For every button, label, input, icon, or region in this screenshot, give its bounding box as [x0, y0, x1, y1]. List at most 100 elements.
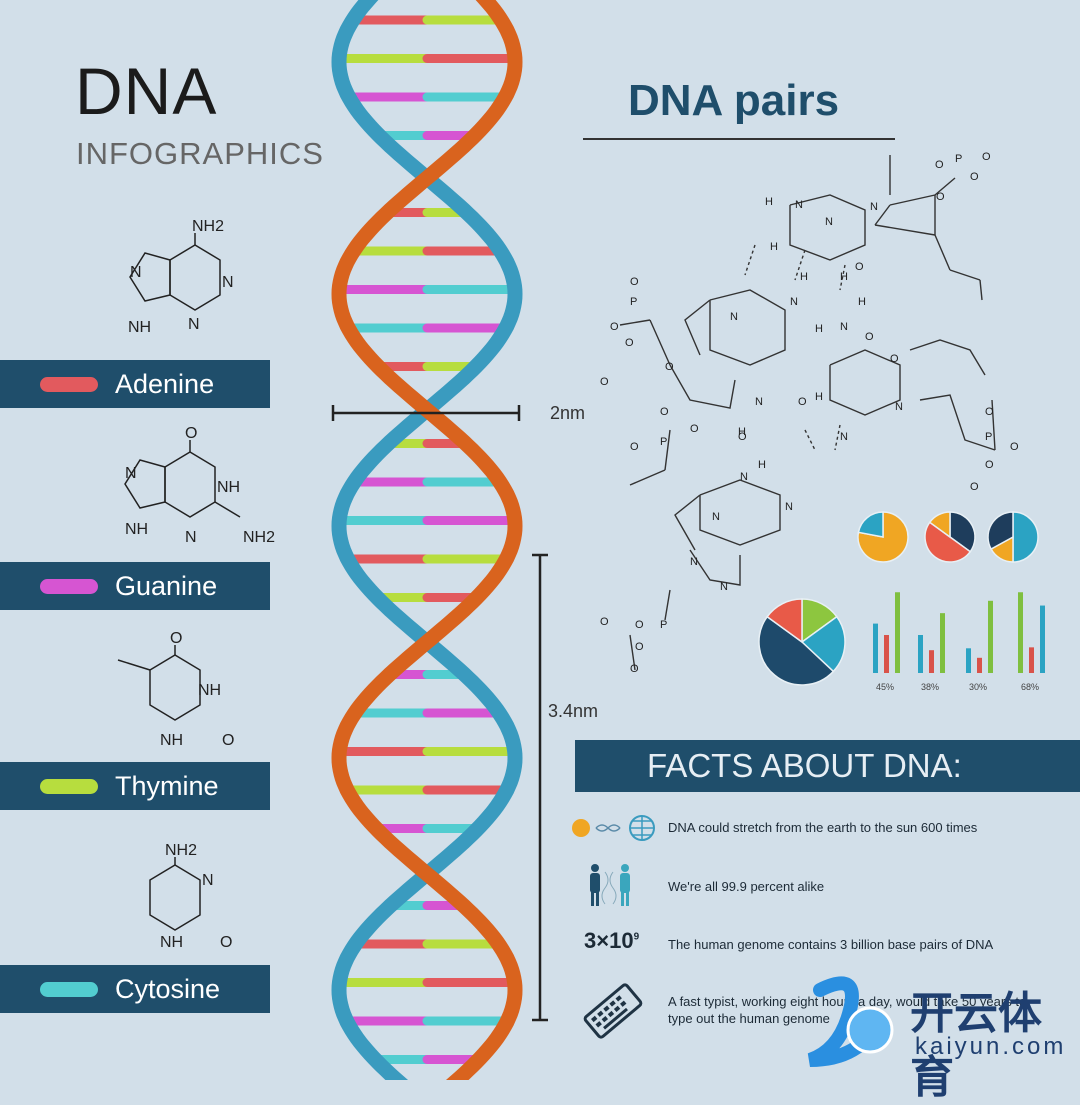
atom-label: H [858, 296, 866, 308]
watermark-cn: 开云体育 [910, 989, 1042, 1102]
atom-label: N [755, 396, 763, 408]
kaiyun-logo-icon [807, 976, 894, 1067]
bond-line [649, 319, 671, 366]
atom-label: O [630, 441, 639, 453]
hydrogen-bond [804, 429, 816, 451]
atom-label: NH2 [192, 218, 224, 235]
atom-label: N [690, 556, 698, 568]
bond-line [874, 224, 936, 236]
exponent-base: 3×10 [584, 928, 634, 953]
atom-label: H [770, 241, 778, 253]
bond-line [699, 479, 781, 546]
atom-label: O [982, 151, 991, 163]
fact-item: DNA could stretch from the earth to the … [668, 820, 978, 835]
atom-label: NH2 [165, 842, 197, 859]
atom-label: NH [160, 934, 183, 951]
atom-label: N [740, 471, 748, 483]
atom-label: N [188, 316, 200, 333]
atom-label: NH [128, 319, 151, 336]
legend-label: Cytosine [115, 973, 221, 1004]
legend-label: Guanine [115, 570, 218, 601]
bond-line [909, 339, 986, 376]
bar-red [977, 657, 982, 673]
atom-label: H [800, 271, 808, 283]
bar-blue [918, 635, 923, 673]
atom-label: O [936, 191, 945, 203]
atom-label: O [635, 641, 644, 653]
bond-line [949, 269, 981, 281]
atom-label: N [785, 501, 793, 513]
adenine-swatch [40, 376, 98, 392]
orange-strand [331, 0, 523, 1080]
atom-label: H [815, 391, 823, 403]
bond-line [619, 319, 651, 326]
atom-label: H [815, 323, 823, 335]
blue-strand [331, 0, 523, 1080]
subtitle: INFOGRAPHICS [76, 136, 324, 171]
atom-label: O [625, 337, 634, 349]
legend-guanine: Guanine [0, 562, 270, 610]
pie-4-slice [800, 615, 846, 673]
keyboard-icon [583, 983, 643, 1039]
atom-label: N [825, 216, 833, 228]
bond-line [934, 177, 956, 196]
watermark-logo: 开云体育 kaiyun.com [770, 975, 1070, 1102]
atom-label: N [840, 321, 848, 333]
atom-label: N [712, 511, 720, 523]
legend-label: Thymine [115, 770, 219, 801]
atom-label: O [660, 406, 669, 418]
legend-adenine: Adenine [0, 360, 270, 408]
hydrogen-bond [839, 264, 846, 291]
bar-green [988, 600, 993, 673]
bar-red [929, 650, 934, 673]
atom-label: O [970, 481, 979, 493]
title: DNA [75, 54, 218, 128]
guanine-structure: O N NH NH N NH2 [124, 425, 275, 546]
atom-label: O [600, 616, 609, 628]
pie-4-slice [766, 598, 803, 644]
atom-label: O [985, 406, 994, 418]
cytosine-structure: NH2 N NH O [149, 842, 232, 951]
atom-label: P [660, 619, 667, 631]
fact-item: The human genome contains 3 billion base… [668, 937, 994, 952]
atom-label: N [790, 296, 798, 308]
bar-red [884, 635, 889, 673]
bond-line [874, 204, 891, 226]
atom-label: O [185, 425, 197, 442]
bond-line [889, 194, 936, 206]
atom-label: O [635, 619, 644, 631]
legend-label: Adenine [115, 368, 215, 399]
atom-label: N [840, 431, 848, 443]
atom-label: O [935, 159, 944, 171]
bar-label: 45% [876, 682, 894, 692]
bond-line [789, 194, 866, 261]
exponent-icon: 3×109 [584, 928, 639, 954]
atom-label: N [130, 264, 142, 281]
bond-line [684, 299, 711, 356]
atom-label: O [985, 459, 994, 471]
thymine-swatch [40, 778, 98, 794]
atom-label: O [890, 353, 899, 365]
people-icon [590, 864, 630, 906]
legend-thymine: Thymine [0, 762, 270, 810]
atom-label: O [600, 376, 609, 388]
fact-item: We're all 99.9 percent alike [668, 879, 825, 894]
atom-label: O [170, 630, 182, 647]
atom-label: O [970, 171, 979, 183]
bond-line [664, 589, 671, 621]
bond-line [979, 279, 983, 301]
atom-label: N [895, 401, 903, 413]
dna-helix [331, 0, 548, 1080]
atom-label: P [630, 296, 637, 308]
atom-label: O [798, 396, 807, 408]
guanine-swatch [40, 578, 98, 594]
bar-green [1018, 592, 1023, 673]
bond-line [664, 429, 671, 471]
atom-label: H [765, 196, 773, 208]
atom-label: O [690, 423, 699, 435]
atom-label: NH [160, 732, 183, 749]
bond-line [829, 349, 901, 416]
pairs-title: DNA pairs [628, 76, 840, 125]
bond-line [919, 394, 996, 451]
